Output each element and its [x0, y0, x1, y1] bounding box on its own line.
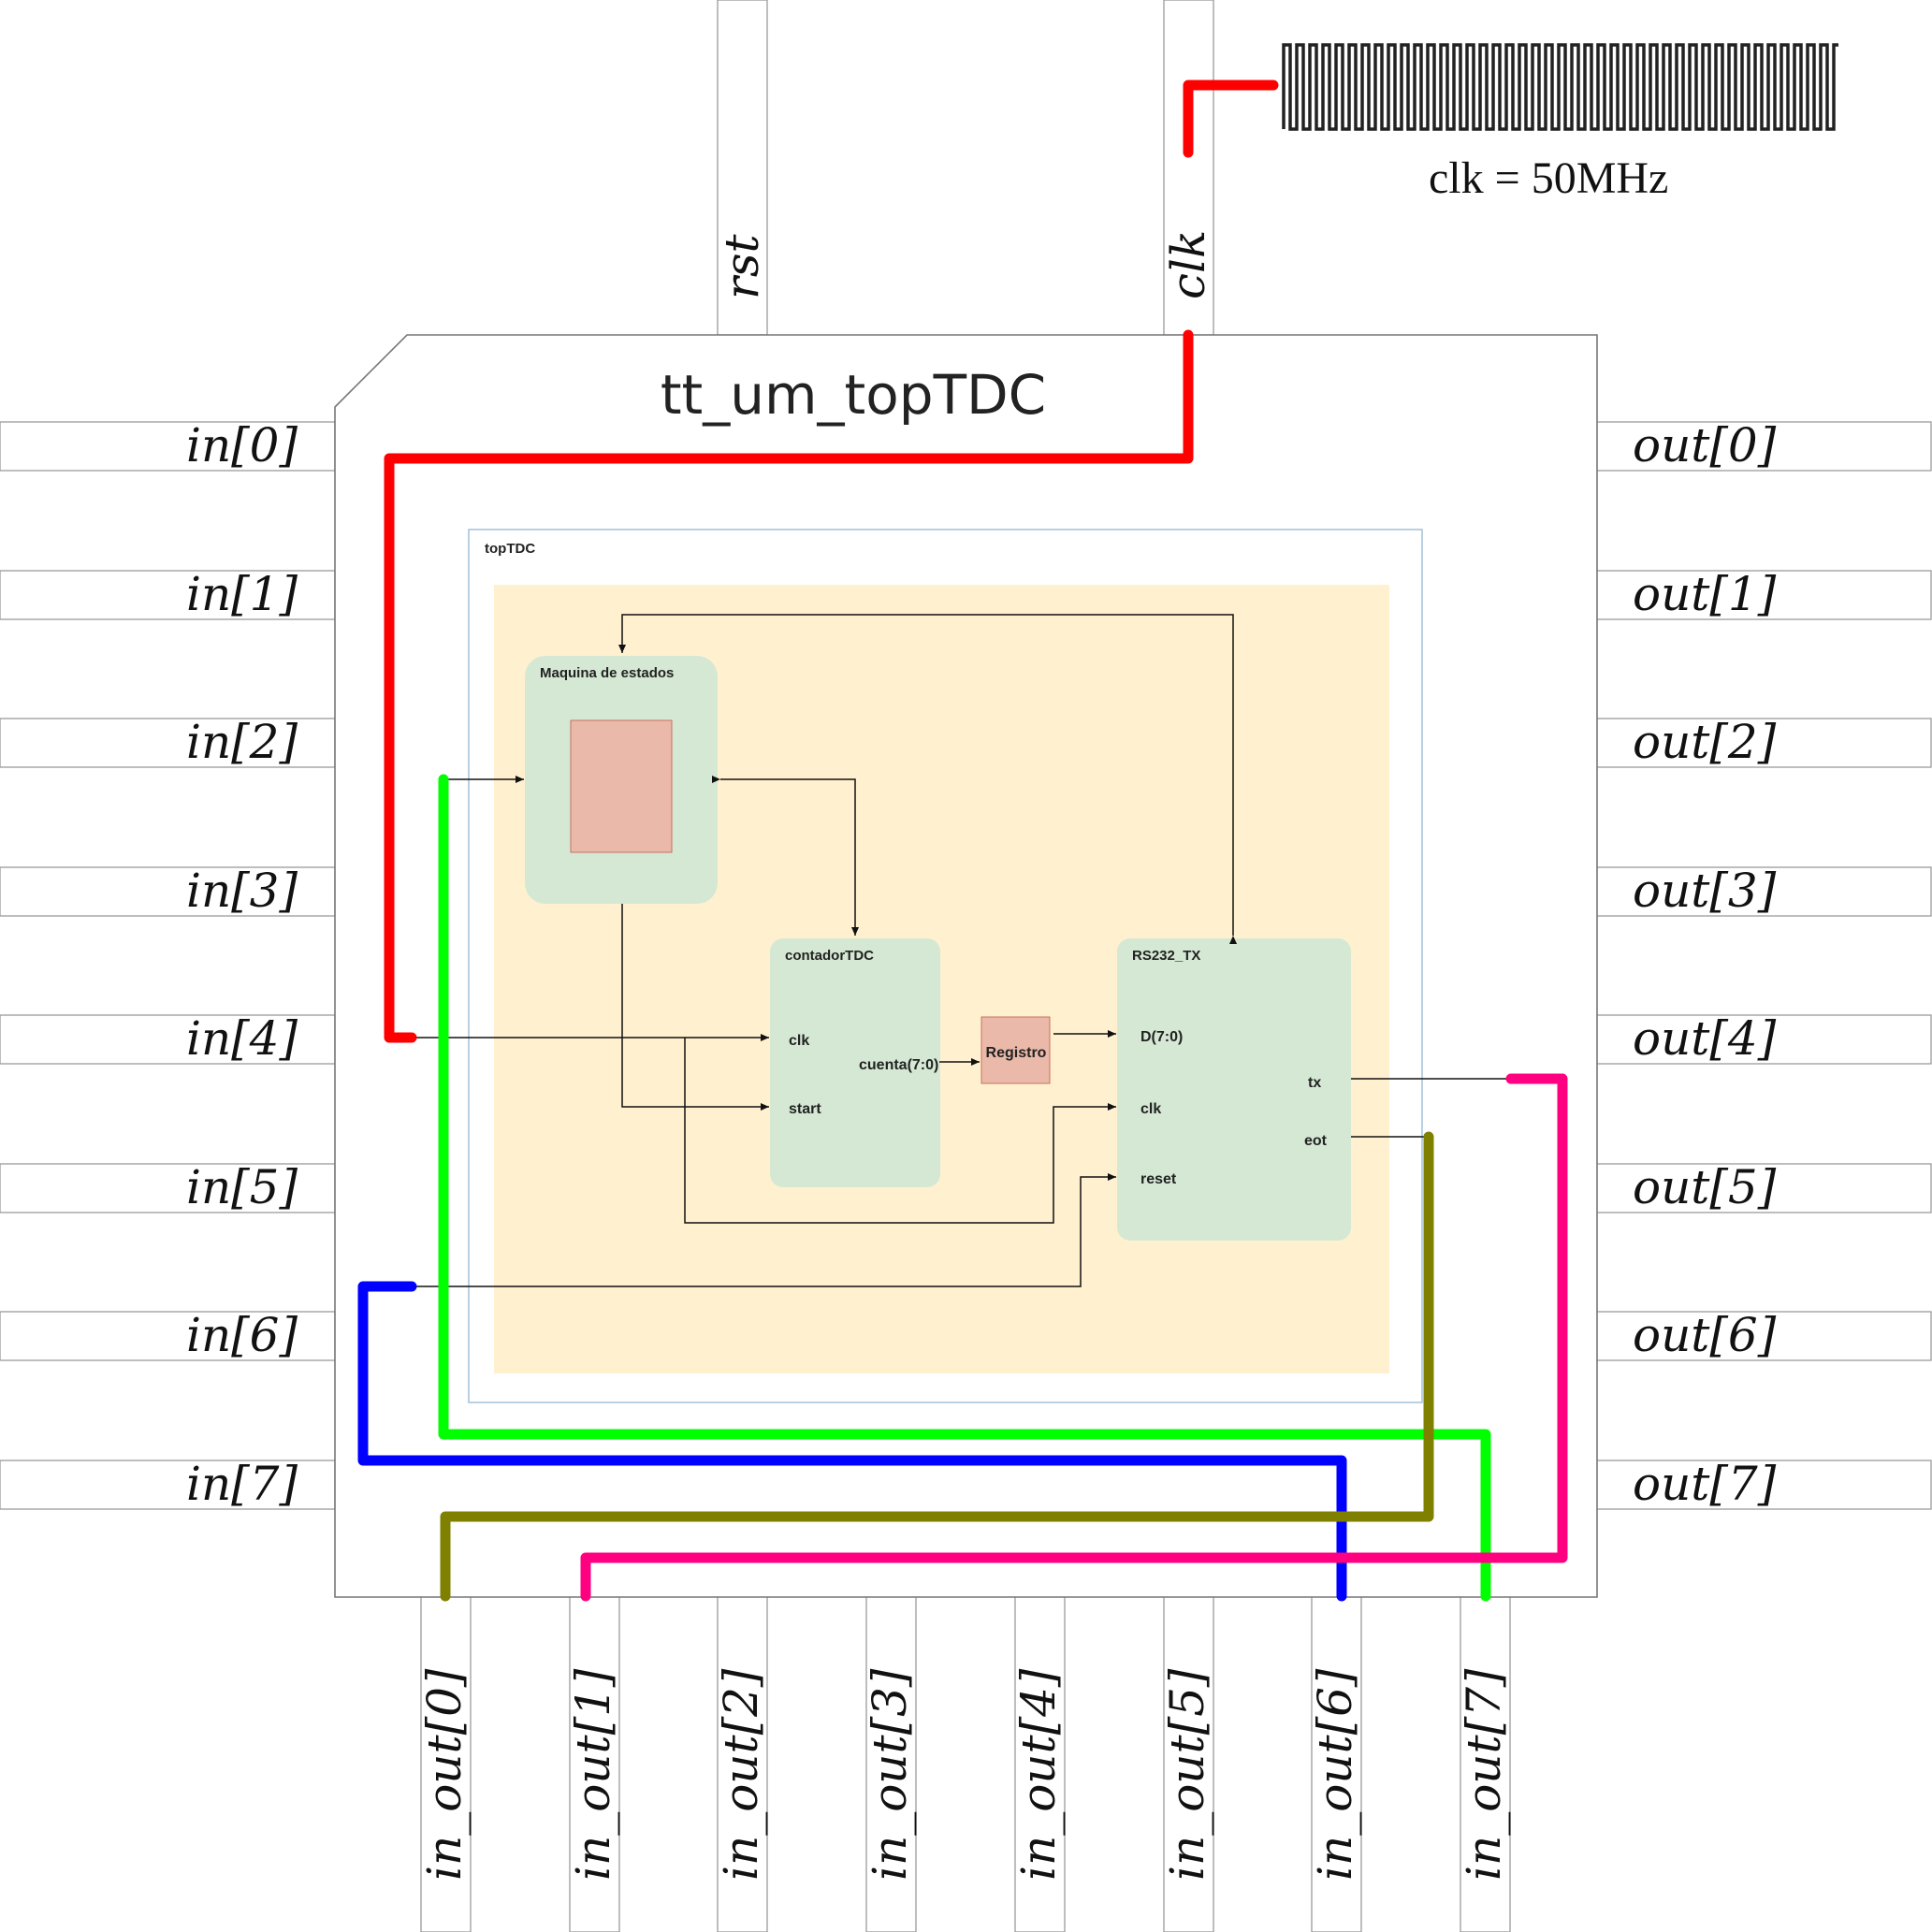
right-pin-6: out[6] — [1595, 1308, 1932, 1362]
left-pin-5: in[5] — [0, 1160, 336, 1214]
right-pin-1: out[1] — [1595, 567, 1932, 621]
wire-in-out-1-pink — [580, 1073, 1568, 1602]
wire-fsm-counter — [712, 776, 859, 936]
pin-label-out-2: out[2] — [1633, 715, 1777, 769]
internal-wires — [412, 614, 1511, 1287]
right-pin-2: out[2] — [1595, 715, 1932, 769]
counter-port-clk: clk — [789, 1033, 809, 1049]
fsm-block: Maquina de estados — [525, 656, 718, 904]
counter-port-start: start — [789, 1101, 821, 1117]
counter-label: contadorTDC — [785, 948, 874, 964]
pin-label-out-5: out[5] — [1633, 1160, 1777, 1214]
pin-label-in-out-5: in_out[5] — [1160, 1668, 1214, 1881]
bottom-pin-1: in_out[1] — [566, 1595, 620, 1932]
pin-label-out-7: out[7] — [1633, 1457, 1777, 1511]
uart-block: RS232_TX D(7:0) clk reset tx eot — [1117, 938, 1351, 1241]
uart-port-clk: clk — [1140, 1101, 1161, 1117]
pin-label-in-4: in[4] — [186, 1011, 298, 1066]
uart-port-d: D(7:0) — [1140, 1029, 1183, 1045]
left-pin-2: in[2] — [0, 715, 336, 769]
pin-label-out-0: out[0] — [1633, 418, 1777, 472]
bottom-pin-3: in_out[3] — [863, 1595, 917, 1932]
bottom-pin-4: in_out[4] — [1011, 1595, 1066, 1932]
pin-label-in-out-3: in_out[3] — [863, 1668, 917, 1881]
pin-label-in-out-1: in_out[1] — [566, 1668, 620, 1881]
pin-label-in-2: in[2] — [186, 715, 298, 769]
wire-in-out-6-blue — [357, 1281, 1347, 1602]
pin-label-out-4: out[4] — [1633, 1011, 1777, 1066]
pin-label-in-1: in[1] — [186, 567, 298, 621]
left-pin-1: in[1] — [0, 567, 336, 621]
uart-label: RS232_TX — [1132, 948, 1200, 964]
wire-clk-to-uart — [684, 1038, 1116, 1224]
pin-label-in-5: in[5] — [186, 1160, 298, 1214]
colored-wires — [357, 80, 1568, 1602]
left-pin-7: in[7] — [0, 1457, 336, 1511]
right-pin-3: out[3] — [1595, 864, 1932, 918]
pin-label-out-3: out[3] — [1633, 864, 1777, 918]
left-pin-0: in[0] — [0, 418, 336, 472]
wire-fsm-to-uart — [618, 614, 1237, 944]
pin-label-in-0: in[0] — [186, 418, 298, 472]
wire-clk-red — [1183, 80, 1279, 158]
left-pin-4: in[4] — [0, 1011, 336, 1066]
uart-port-tx: tx — [1308, 1075, 1321, 1091]
pin-label-in-out-2: in_out[2] — [714, 1668, 768, 1881]
bottom-pins: in_out[0] in_out[1] in_out[2] in_out[3] … — [417, 1595, 1511, 1932]
wire-in-out-7-green — [438, 774, 1491, 1602]
chip-title: tt_um_topTDC — [661, 363, 1046, 427]
bottom-pin-7: in_out[7] — [1457, 1595, 1511, 1932]
wire-clk-red-inner — [384, 329, 1194, 1043]
pin-label-clk: clk — [1161, 230, 1215, 299]
bottom-pin-2: in_out[2] — [714, 1595, 768, 1932]
fsm-inner-box — [570, 719, 673, 853]
clock-waveform — [1282, 43, 1838, 131]
pin-label-in-6: in[6] — [186, 1308, 298, 1362]
right-pin-0: out[0] — [1595, 418, 1932, 472]
uart-port-reset: reset — [1140, 1171, 1177, 1187]
right-pin-4: out[4] — [1595, 1011, 1932, 1066]
left-pin-3: in[3] — [0, 864, 336, 918]
bottom-pin-5: in_out[5] — [1160, 1595, 1214, 1932]
top-pin-clk: clk — [1161, 0, 1215, 336]
uart-port-eot: eot — [1304, 1133, 1328, 1149]
left-pins: in[0] in[1] in[2] in[3] in[4] in[5] in[6… — [0, 418, 336, 1511]
counter-port-cuenta: cuenta(7:0) — [859, 1057, 938, 1073]
register-block: Registro — [981, 1016, 1051, 1084]
pin-label-in-out-6: in_out[6] — [1308, 1668, 1362, 1881]
right-pin-5: out[5] — [1595, 1160, 1932, 1214]
left-pin-6: in[6] — [0, 1308, 336, 1362]
toptdc-label: topTDC — [485, 541, 535, 557]
counter-block: contadorTDC clk start cuenta(7:0) — [770, 938, 940, 1187]
fsm-label: Maquina de estados — [540, 665, 674, 681]
right-pin-7: out[7] — [1595, 1457, 1932, 1511]
wire-fsm-start — [621, 904, 769, 1111]
bottom-pin-6: in_out[6] — [1308, 1595, 1362, 1932]
pin-label-out-6: out[6] — [1633, 1308, 1777, 1362]
wire-in-out-0-olive — [440, 1131, 1434, 1602]
pin-label-in-out-4: in_out[4] — [1011, 1668, 1066, 1881]
pin-label-out-1: out[1] — [1633, 567, 1777, 621]
clock-frequency-note: clk = 50MHz — [1429, 153, 1668, 203]
top-pin-rst: rst — [715, 0, 769, 336]
pin-label-in-3: in[3] — [186, 864, 298, 918]
wire-reset-to-uart — [412, 1173, 1116, 1287]
pin-label-rst: rst — [715, 233, 769, 299]
right-pins: out[0] out[1] out[2] out[3] out[4] out[5… — [1595, 418, 1932, 1511]
pin-label-in-7: in[7] — [186, 1457, 298, 1511]
pin-label-in-out-7: in_out[7] — [1457, 1668, 1511, 1881]
bottom-pin-0: in_out[0] — [417, 1595, 472, 1932]
register-label: Registro — [986, 1045, 1047, 1061]
pin-label-in-out-0: in_out[0] — [417, 1668, 472, 1881]
